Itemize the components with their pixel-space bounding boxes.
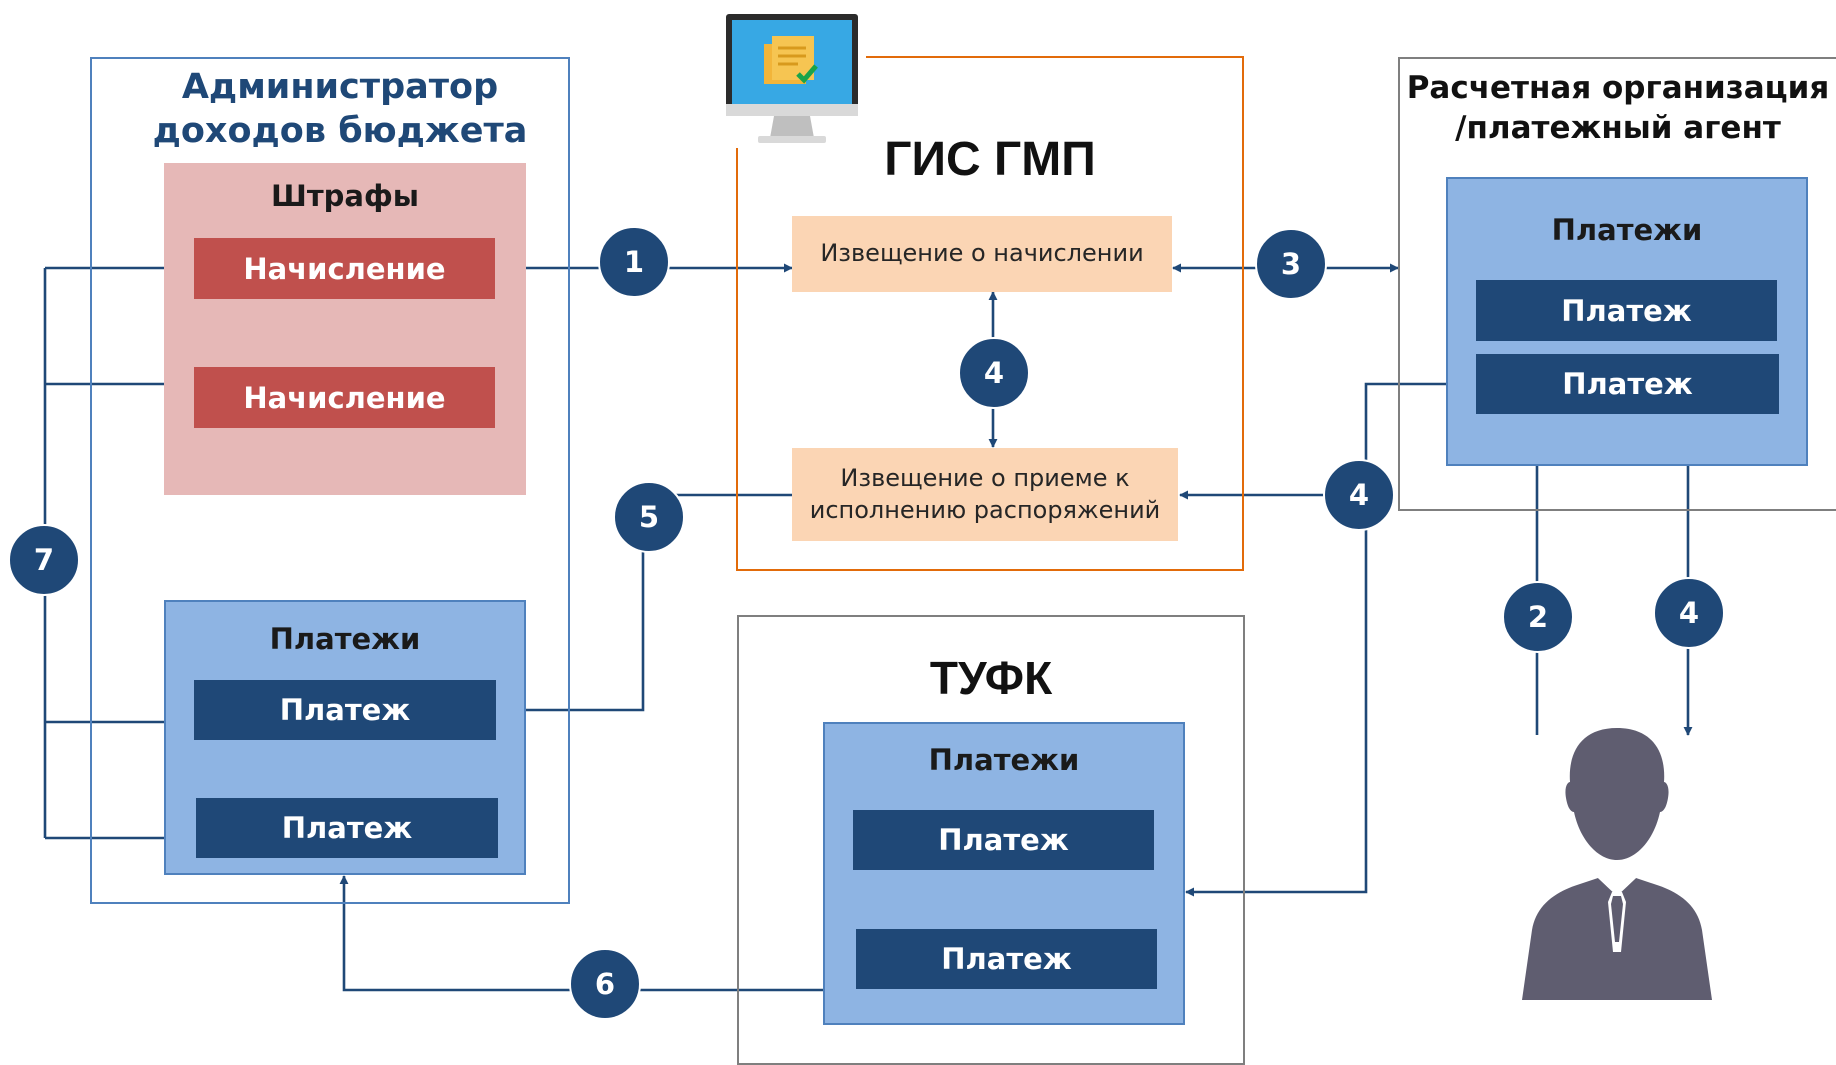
user-silhouette-icon [1502, 720, 1732, 1000]
admin-payments-title: Платежи [269, 622, 421, 656]
step-badge-7: 7 [8, 524, 80, 596]
step-badge-2: 2 [1502, 581, 1574, 653]
tufk-payment-bar-2[interactable]: Платеж [856, 929, 1157, 989]
step-badge-3: 3 [1255, 228, 1327, 300]
org-frame [1398, 57, 1836, 511]
tufk-payments-title: Платежи [928, 743, 1080, 777]
fines-title: Штрафы [271, 179, 419, 213]
notice-accept-line1: Извещение о приеме к [840, 464, 1130, 493]
monitor-with-documents-icon [718, 8, 866, 148]
admin-title: Администратор доходов бюджета [90, 66, 590, 154]
tufk-title: ТУФК [929, 652, 1053, 704]
notice-accrual[interactable]: Извещение о начислении [792, 216, 1172, 292]
step-badge-4-person: 4 [1653, 577, 1725, 649]
step-badge-1: 1 [598, 226, 670, 298]
admin-payment-bar-1[interactable]: Платеж [194, 680, 496, 740]
accrual-bar-2[interactable]: Начисление [194, 367, 495, 428]
org-payments-title: Платежи [1551, 213, 1703, 247]
admin-payment-bar-2[interactable]: Платеж [196, 798, 498, 858]
tufk-payment-bar-1[interactable]: Платеж [853, 810, 1154, 870]
arrow-6 [339, 875, 823, 992]
admin-title-line2: доходов бюджета [152, 110, 528, 151]
org-title: Расчетная организация /платежный агент [1398, 68, 1836, 149]
step-badge-5: 5 [613, 481, 685, 553]
gis-title: ГИС ГМП [884, 133, 1096, 186]
step-badge-6: 6 [569, 948, 641, 1020]
accrual-bar-1[interactable]: Начисление [194, 238, 495, 299]
admin-frame [90, 57, 570, 904]
fines-panel [164, 163, 526, 495]
step-badge-4-gis: 4 [958, 337, 1030, 409]
step-badge-4-org: 4 [1323, 459, 1395, 531]
org-title-line1: Расчетная организация [1406, 70, 1830, 106]
gis-frame [736, 56, 1244, 571]
org-payment-bar-1[interactable]: Платеж [1476, 280, 1777, 341]
notice-accept[interactable]: Извещение о приеме к исполнению распоряж… [792, 448, 1178, 541]
arrow-4-org [1185, 382, 1476, 897]
org-payment-bar-2[interactable]: Платеж [1476, 354, 1779, 414]
org-title-line2: /платежный агент [1455, 110, 1781, 147]
admin-title-line1: Администратор [181, 67, 499, 107]
notice-accept-line2: исполнению распоряжений [809, 495, 1161, 524]
